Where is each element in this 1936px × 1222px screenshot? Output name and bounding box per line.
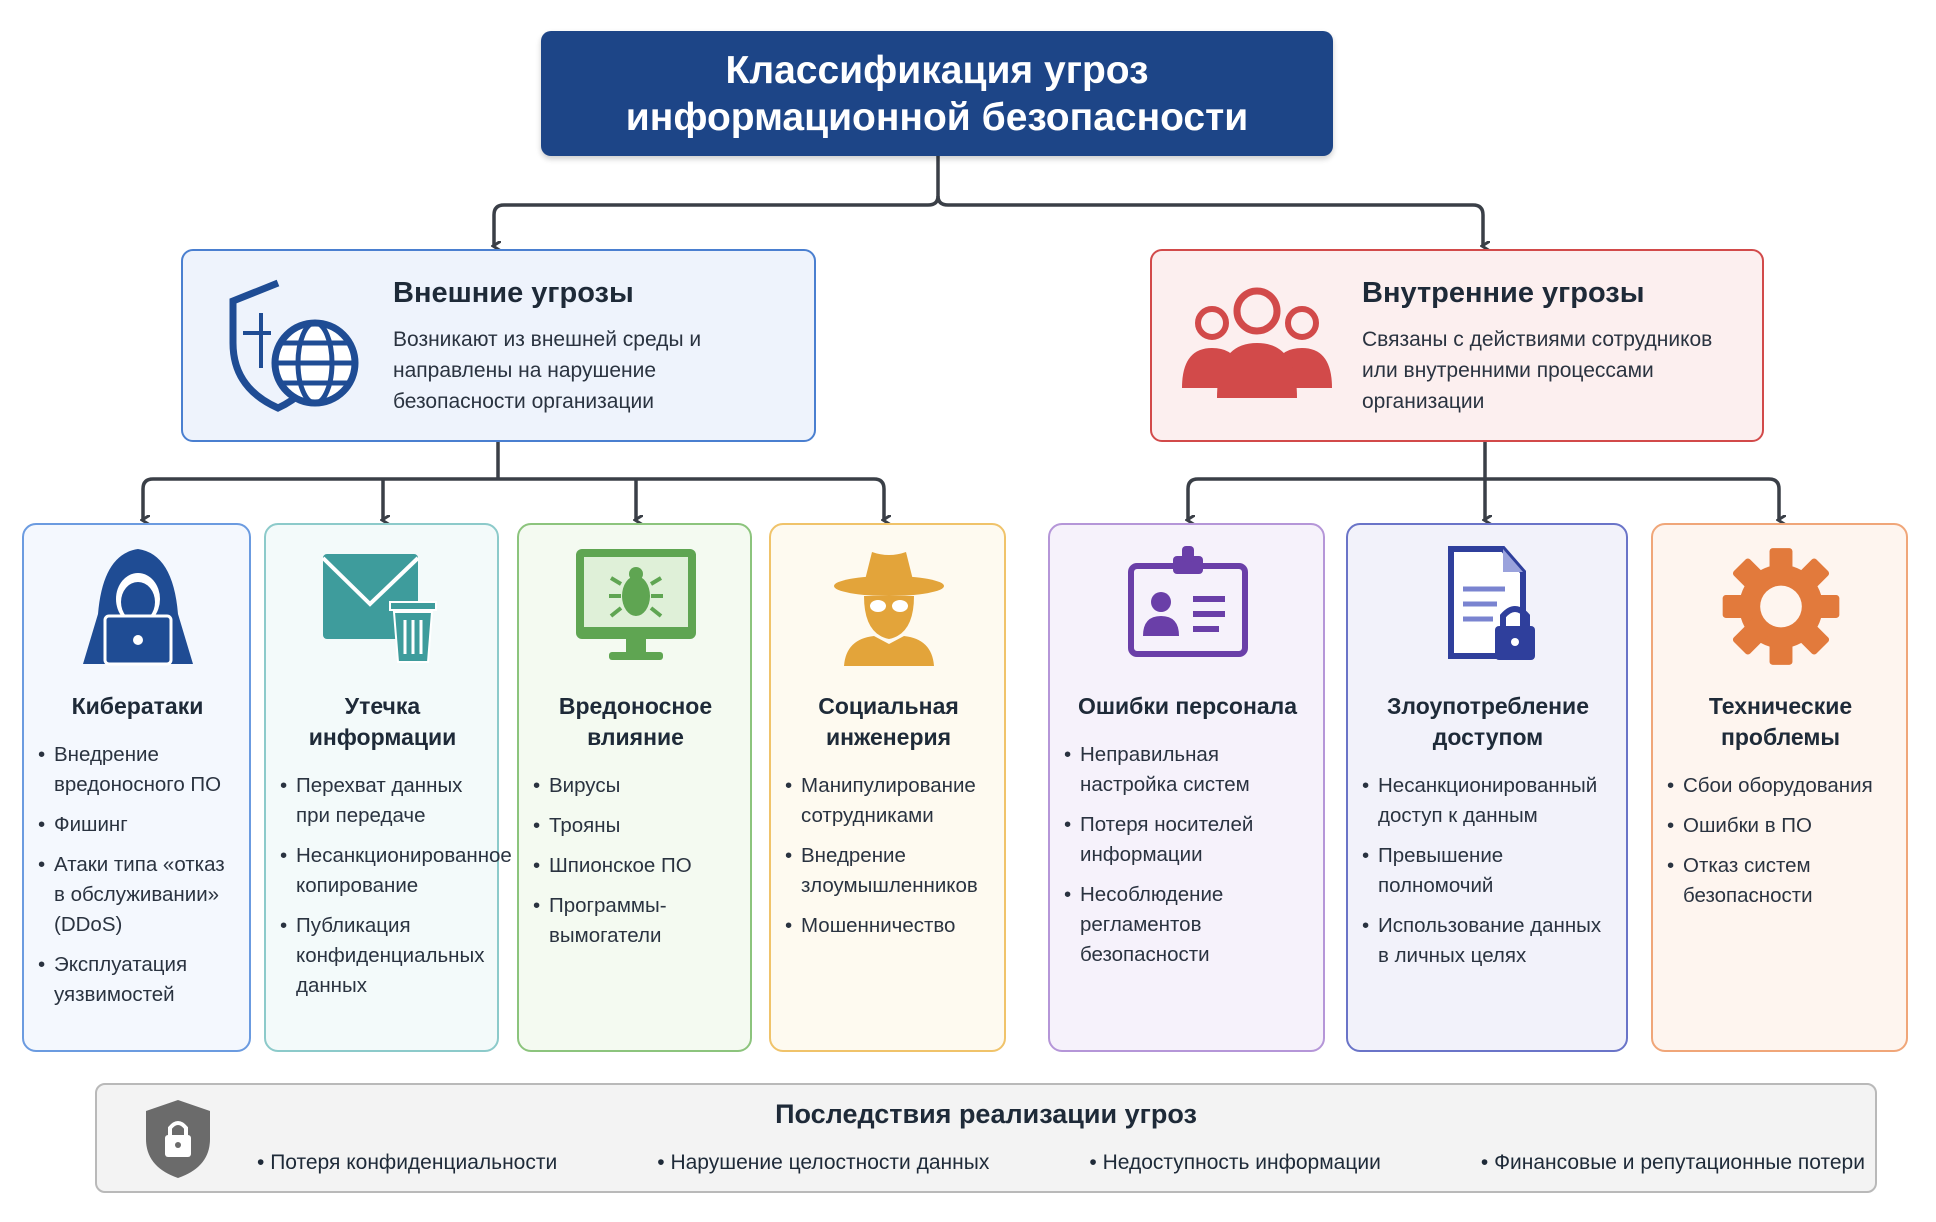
card-title: Социальная инженерия	[818, 693, 959, 750]
external-threats-description: Возникают из внешней среды и направлены …	[393, 328, 702, 413]
list-item: Внедрение вредоносного ПО	[38, 740, 237, 800]
list-item: Мошенничество	[785, 911, 992, 941]
list-item: Эксплуатация уязвимостей	[38, 950, 237, 1010]
internal-threats-title: Внутренние угрозы	[1362, 277, 1645, 309]
card-information-leak: Утечка информации Перехват данных при пе…	[264, 523, 512, 1052]
list-item: Сбои оборудования	[1667, 771, 1894, 801]
list-item: Потеря носителей информации	[1064, 810, 1311, 870]
internal-threats-description: Связаны с действиями сотрудников или вну…	[1362, 328, 1713, 413]
consequence-item: Финансовые и репутационные потери	[1481, 1151, 1865, 1175]
card-title: Вредоносное влияние	[558, 693, 713, 750]
list-item: Трояны	[533, 811, 738, 841]
list-item: Несоблюдение регламентов безопасности	[1064, 880, 1311, 970]
bug-monitor-icon	[575, 548, 696, 660]
card-access-abuse: Злоупотребление доступом Несанкционирова…	[1346, 523, 1628, 1052]
list-item: Внедрение злоумышленников	[785, 841, 992, 901]
gear-icon	[1722, 547, 1839, 665]
card-title: Кибератаки	[71, 693, 204, 719]
consequence-item: Нарушение целостности данных	[657, 1151, 989, 1175]
card-technical-problems: Технические проблемы Сбои оборудованияОш…	[1651, 523, 1908, 1052]
list-item: Атаки типа «отказ в обслуживании» (DDoS)	[38, 850, 237, 940]
list-item: Вирусы	[533, 771, 738, 801]
list-item: Ошибки в ПО	[1667, 811, 1894, 841]
list-item: Превышение полномочий	[1362, 841, 1614, 901]
list-item: Шпионское ПО	[533, 851, 738, 881]
card-staff-errors: Ошибки персонала Неправильная настройка …	[1048, 523, 1325, 1052]
external-threats-title: Внешние угрозы	[393, 277, 634, 309]
internal-threats-box: Внутренние угрозы Связаны с действиями с…	[1150, 249, 1764, 442]
list-item: Неправильная настройка систем	[1064, 740, 1311, 800]
list-item: Манипулирование сотрудниками	[785, 771, 992, 831]
card-social-engineering: Социальная инженерия Манипулирование сот…	[769, 523, 1006, 1052]
hacker-icon	[82, 548, 193, 665]
shield-lock-icon	[146, 1100, 210, 1178]
title-line-1: Классификация угроз	[725, 48, 1149, 92]
consequences-box: Последствия реализации угроз Потеря конф…	[95, 1083, 1877, 1193]
id-badge-icon	[1127, 545, 1248, 657]
list-item: Фишинг	[38, 810, 237, 840]
consequences-title: Последствия реализации угроз	[775, 1099, 1197, 1129]
list-item: Использование данных в личных целях	[1362, 911, 1614, 971]
card-title: Злоупотребление доступом	[1387, 693, 1589, 750]
envelope-trash-icon	[321, 553, 437, 663]
card-malicious-influence: Вредоносное влияние ВирусыТрояныШпионско…	[517, 523, 752, 1052]
consequence-item: Потеря конфиденциальности	[257, 1151, 557, 1175]
spy-icon	[833, 551, 944, 666]
diagram-title: Классификация угроз информационной безоп…	[541, 31, 1333, 156]
list-item: Публикация конфиденциальных данных	[280, 911, 485, 1001]
card-cyberattacks: Кибератаки Внедрение вредоносного ПО Фиши…	[22, 523, 251, 1052]
list-item: Отказ систем безопасности	[1667, 851, 1894, 911]
card-title: Ошибки персонала	[1077, 693, 1298, 719]
card-title: Утечка информации	[308, 693, 457, 750]
list-item: Несанкционированное копирование	[280, 841, 512, 901]
external-threats-box: Внешние угрозы Возникают из внешней сред…	[181, 249, 816, 442]
people-group-icon	[1182, 287, 1332, 398]
title-line-2: информационной безопасности	[625, 95, 1249, 139]
shield-globe-icon	[229, 279, 359, 412]
list-item: Несанкционированный доступ к данным	[1362, 771, 1614, 831]
list-item: Перехват данных при передаче	[280, 771, 485, 831]
consequence-item: Недоступность информации	[1089, 1151, 1381, 1175]
list-item: Программы-вымогатели	[533, 891, 738, 951]
card-title: Технические проблемы	[1708, 693, 1853, 750]
document-lock-icon	[1448, 545, 1535, 660]
